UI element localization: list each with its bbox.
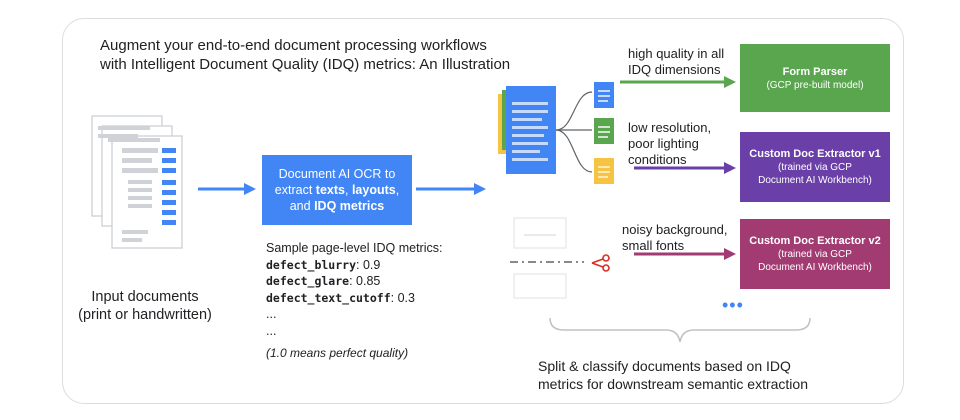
condition-noisy-background: noisy background, small fonts <box>622 222 728 254</box>
brace-icon <box>549 317 811 343</box>
input-label-line-1: Input documents <box>91 289 199 305</box>
doc-split-icon <box>498 82 614 299</box>
processor-subtitle: (trained via GCP <box>778 249 852 260</box>
more-processors-dots: ••• <box>722 295 744 315</box>
metric-key: defect_blurry <box>266 257 357 272</box>
arrow-right-icon <box>416 183 486 195</box>
processor-name: Custom Doc Extractor v1 <box>749 148 881 160</box>
ocr-and: and <box>289 199 315 213</box>
condition-line: high quality in all <box>628 46 725 61</box>
metric-row: defect_glare: 0.85 <box>266 273 442 290</box>
metric-key: defect_glare <box>266 274 350 288</box>
quality-note: (1.0 means perfect quality) <box>266 346 409 360</box>
condition-high-quality: high quality in all IDQ dimensions <box>628 46 724 78</box>
condition-line: IDQ dimensions <box>628 62 721 77</box>
condition-line: poor lighting <box>628 136 699 151</box>
processor-subtitle: Document AI Workbench) <box>758 262 872 273</box>
ocr-idq-metrics: IDQ metrics <box>314 199 385 213</box>
ocr-comma-2: , <box>395 183 400 197</box>
metric-key: defect_text_cutoff <box>266 290 391 305</box>
ocr-extract-text: extract <box>274 183 316 197</box>
caption-line-1: Split & classify documents based on IDQ <box>538 358 791 374</box>
arrow-right-icon <box>634 248 736 260</box>
processor-subtitle: (GCP pre-built model) <box>766 79 864 91</box>
sample-metrics: Sample page-level IDQ metrics: defect_bl… <box>266 240 442 339</box>
title-line-2: with Intelligent Document Quality (IDQ) … <box>100 56 511 73</box>
metric-value: : 0.9 <box>356 257 381 272</box>
ocr-line-3: and IDQ metrics <box>290 198 385 214</box>
caption-line-2: metrics for downstream semantic extracti… <box>538 376 808 392</box>
arrow-right-icon <box>620 76 736 88</box>
condition-line: low resolution, <box>628 120 712 135</box>
processor-name: Form Parser <box>782 65 848 78</box>
ocr-layouts: layouts <box>351 183 396 197</box>
condition-low-resolution: low resolution, poor lighting conditions <box>628 120 711 168</box>
ocr-process-box: Document AI OCR to extract texts, layout… <box>262 155 412 225</box>
title-line-1: Augment your end-to-end document process… <box>100 37 487 54</box>
ocr-line-2: extract texts, layouts, <box>275 182 399 198</box>
condition-line: conditions <box>628 152 687 167</box>
processor-name: Custom Doc Extractor v2 <box>749 235 881 247</box>
scissors-icon <box>591 254 610 272</box>
condition-line: noisy background, <box>622 222 728 237</box>
input-documents-label: Input documents (print or handwritten) <box>60 288 230 324</box>
metric-ellipsis: ... <box>266 307 277 321</box>
metric-row: defect_blurry: 0.9 <box>266 257 442 274</box>
processor-form-parser: Form Parser (GCP pre-built model) <box>740 44 890 112</box>
document-stack-icon <box>91 115 183 249</box>
condition-line: small fonts <box>622 238 685 253</box>
metric-row: defect_text_cutoff: 0.3 <box>266 290 442 307</box>
ocr-comma: , <box>344 183 352 197</box>
routing-arrows <box>620 76 736 260</box>
diagram-title: Augment your end-to-end document process… <box>100 36 510 74</box>
ocr-texts: texts <box>315 183 345 197</box>
metrics-heading: Sample page-level IDQ metrics: <box>266 241 443 255</box>
metric-value: : 0.3 <box>390 290 415 305</box>
input-label-line-2: (print or handwritten) <box>78 307 212 323</box>
split-classify-caption: Split & classify documents based on IDQ … <box>538 357 808 393</box>
arrow-right-icon <box>634 162 736 174</box>
arrow-right-icon <box>198 183 256 195</box>
processor-custom-v2: Custom Doc Extractor v2 (trained via GCP… <box>740 219 890 289</box>
processor-subtitle: Document AI Workbench) <box>758 175 872 186</box>
ocr-line-1: Document AI OCR to <box>278 167 396 181</box>
processor-custom-v1: Custom Doc Extractor v1 (trained via GCP… <box>740 132 890 202</box>
metric-value: : 0.85 <box>349 274 381 288</box>
metric-ellipsis: ... <box>266 323 277 338</box>
processor-subtitle: (trained via GCP <box>778 162 852 173</box>
